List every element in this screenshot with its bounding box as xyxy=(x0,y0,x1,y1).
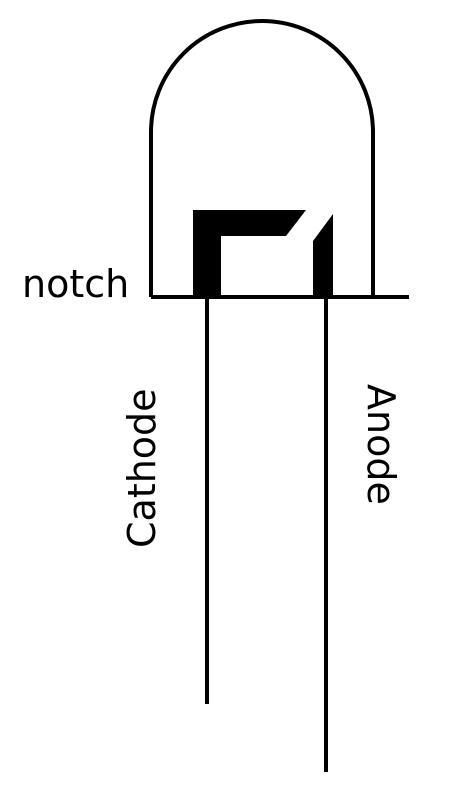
anode-label: Anode xyxy=(359,384,403,505)
led-dome-outline xyxy=(149,19,375,297)
cathode-label: Cathode xyxy=(120,388,164,548)
cathode-anvil xyxy=(193,210,306,297)
anode-post xyxy=(313,214,333,297)
notch-label: notch xyxy=(22,262,129,306)
